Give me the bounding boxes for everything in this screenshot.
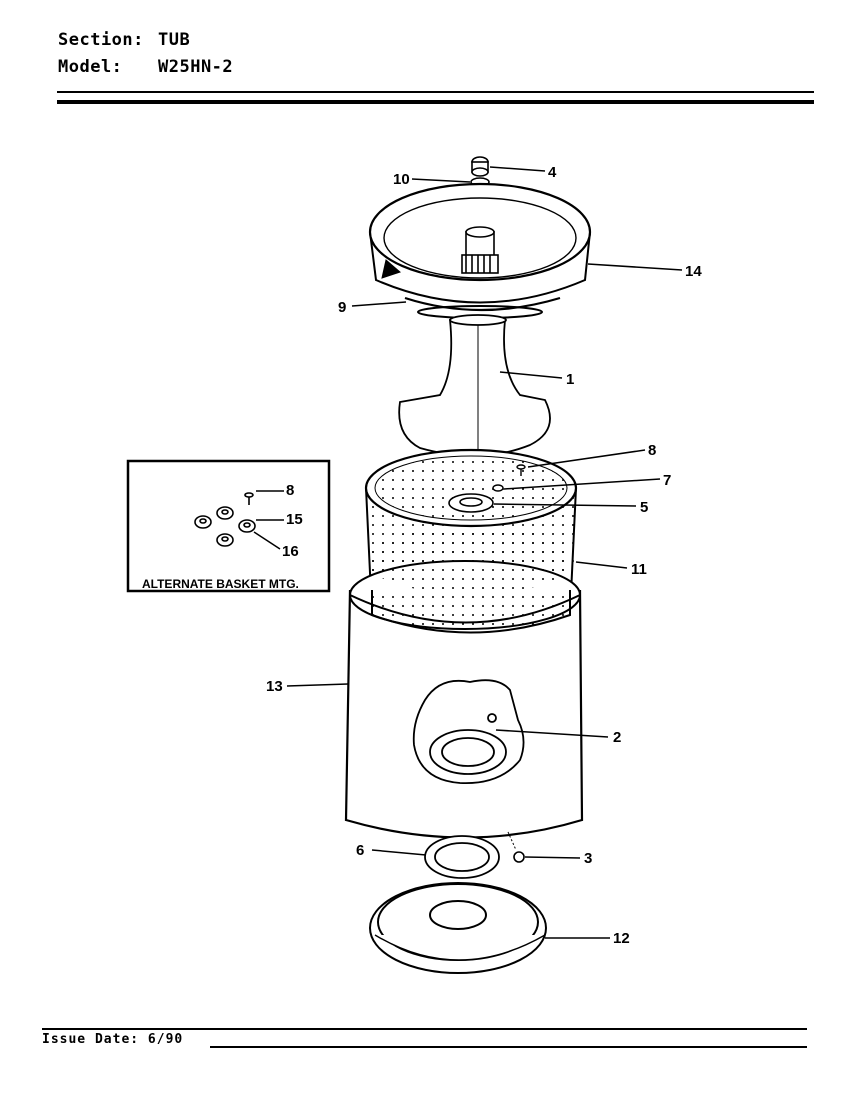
model-key: Model: [58,57,123,77]
header-rule-top [57,91,814,93]
leader-lines [286,166,683,939]
part-9-clamp [404,296,561,312]
model-value: W25HN-2 [158,57,234,77]
callout-11: 11 [631,561,647,578]
footer-rule-bottom [210,1046,807,1048]
part-2-boot [412,679,525,785]
footer-rule-top [42,1028,807,1030]
callout-13: 13 [266,678,283,695]
callout-1: 1 [566,371,574,388]
callout-10: 10 [393,171,410,188]
model-line: Model: W25HN-2 [58,57,233,77]
part-3-nut [513,851,525,863]
callout-5: 5 [640,499,648,516]
section-value: TUB [158,30,191,50]
callout-6: 6 [356,842,364,859]
section-key: Section: [58,30,144,50]
callout-7: 7 [663,472,671,489]
part-6-gasket [424,835,500,879]
callout-14: 14 [685,263,702,280]
part-1-agitator [398,314,551,460]
issue-date: Issue Date: 6/90 [42,1032,184,1047]
callout-12: 12 [613,930,630,947]
callout-3: 3 [584,850,592,867]
part-14-flange [368,182,592,319]
callout-8: 8 [648,442,656,459]
inset-caption: ALTERNATE BASKET MTG. [142,577,299,591]
callout-2: 2 [613,729,621,746]
header-rule-bottom [57,100,814,104]
inset-callout-8: 8 [286,482,294,499]
part-12-base [369,882,547,974]
callout-9: 9 [338,299,346,316]
inset-alternate-basket: 8 15 16 ALTERNATE BASKET MTG. [126,459,331,593]
section-line: Section: TUB [58,30,190,50]
inset-callout-16: 16 [282,543,299,560]
part-5-hub [448,493,494,513]
part-4-nut [471,156,489,177]
callout-4: 4 [548,164,557,181]
drive-shaft [461,226,499,274]
part-8-screw [516,464,526,476]
inset-callout-15: 15 [286,511,303,528]
part-7-washer [492,484,504,492]
